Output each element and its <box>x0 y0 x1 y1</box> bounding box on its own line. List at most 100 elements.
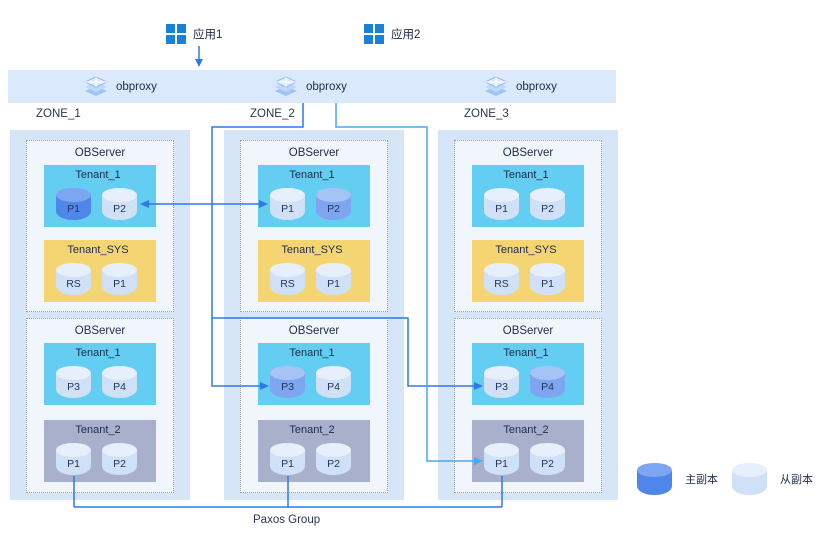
partition-label: P3 <box>495 380 508 393</box>
tenant-box: Tenant_2 P1 P2 <box>258 420 370 482</box>
zone-label: ZONE_2 <box>250 108 295 120</box>
partition-row: P1 P2 <box>484 182 565 220</box>
obproxy-node: obproxy <box>274 70 347 103</box>
partition-cylinder: P1 <box>56 443 91 475</box>
partition-cylinder: P2 <box>530 443 565 475</box>
obproxy-node: obproxy <box>484 70 557 103</box>
primary-replica-cylinder-icon <box>637 463 672 495</box>
partition-row: P1 P2 <box>270 182 351 220</box>
follower-replica-cylinder-icon <box>732 463 767 495</box>
tenant-box: Tenant_1 P3 P4 <box>44 343 156 405</box>
partition-label: P1 <box>495 457 508 470</box>
partition-row: P1 P2 <box>56 182 137 220</box>
layers-icon <box>84 76 108 96</box>
partition-cylinder: P1 <box>102 263 137 295</box>
partition-label: P4 <box>113 380 126 393</box>
layers-icon <box>274 76 298 96</box>
tenant-title: Tenant_SYS <box>281 244 343 256</box>
partition-cylinder: P1 <box>56 188 91 220</box>
legend-label: 主副本 <box>685 474 718 486</box>
partition-cylinder: P3 <box>56 366 91 398</box>
app-label: 应用2 <box>391 29 421 41</box>
partition-cylinder: P3 <box>270 366 305 398</box>
partition-label: RS <box>66 277 81 290</box>
tenant-title: Tenant_1 <box>289 347 335 359</box>
partition-row: RS P1 <box>270 257 351 295</box>
tenant-box: Tenant_1 P1 P2 <box>44 165 156 227</box>
partition-cylinder: RS <box>484 263 519 295</box>
observer-title: OBServer <box>288 147 340 159</box>
partition-label: P1 <box>495 202 508 215</box>
partition-label: P1 <box>327 277 340 290</box>
partition-cylinder: P2 <box>530 188 565 220</box>
app-grid-icon <box>166 24 186 44</box>
observer-box: OBServer Tenant_1 P3 P4 Tenant_2 P1 P2 <box>240 318 388 493</box>
partition-cylinder: P2 <box>316 188 351 220</box>
app-grid-icon <box>364 24 384 44</box>
tenant-title: Tenant_1 <box>503 347 549 359</box>
partition-cylinder: P4 <box>316 366 351 398</box>
tenant-title: Tenant_1 <box>503 169 549 181</box>
obproxy-node: obproxy <box>84 70 157 103</box>
partition-row: P3 P4 <box>270 360 351 398</box>
tenant-title: Tenant_SYS <box>495 244 557 256</box>
paxos-group-label: Paxos Group <box>253 514 321 526</box>
partition-cylinder: P2 <box>102 443 137 475</box>
partition-label: P4 <box>541 380 554 393</box>
zone-panel-2: ZONE_2 OBServer Tenant_1 P1 P2 Tenant_SY… <box>224 108 404 500</box>
tenant-box: Tenant_2 P1 P2 <box>472 420 584 482</box>
observer-box: OBServer Tenant_1 P3 P4 Tenant_2 P1 P2 <box>454 318 602 493</box>
partition-label: P2 <box>113 202 126 215</box>
obproxy-label: obproxy <box>116 80 157 93</box>
tenant-box: Tenant_2 P1 P2 <box>44 420 156 482</box>
zone-label: ZONE_1 <box>36 108 81 120</box>
partition-label: P2 <box>327 202 340 215</box>
tenant-title: Tenant_1 <box>75 169 121 181</box>
tenant-title: Tenant_SYS <box>67 244 129 256</box>
partition-cylinder: P1 <box>484 188 519 220</box>
tenant-title: Tenant_2 <box>75 424 121 436</box>
tenant-box: Tenant_1 P3 P4 <box>258 343 370 405</box>
zone-panel-3: ZONE_3 OBServer Tenant_1 P1 P2 Tenant_SY… <box>438 108 618 500</box>
partition-row: P1 P2 <box>270 437 351 475</box>
obproxy-bar: obproxy obproxy obproxy <box>8 70 616 103</box>
zone-panel-1: ZONE_1 OBServer Tenant_1 P1 P2 Tenant_SY… <box>10 108 190 500</box>
partition-label: P1 <box>281 457 294 470</box>
tenant-box: Tenant_SYS RS P1 <box>258 240 370 302</box>
tenant-box: Tenant_1 P1 P2 <box>472 165 584 227</box>
tenant-box: Tenant_1 P3 P4 <box>472 343 584 405</box>
partition-cylinder: P3 <box>484 366 519 398</box>
partition-row: P3 P4 <box>484 360 565 398</box>
partition-label: P2 <box>327 457 340 470</box>
observer-box: OBServer Tenant_1 P3 P4 Tenant_2 P1 P2 <box>26 318 174 493</box>
tenant-title: Tenant_2 <box>289 424 335 436</box>
partition-label: P2 <box>541 202 554 215</box>
partition-label: P2 <box>541 457 554 470</box>
legend-item-follower: 从副本 <box>732 463 813 495</box>
tenant-title: Tenant_2 <box>503 424 549 436</box>
app-label: 应用1 <box>193 29 223 41</box>
observer-box: OBServer Tenant_1 P1 P2 Tenant_SYS RS P1 <box>240 140 388 312</box>
partition-label: RS <box>280 277 295 290</box>
partition-label: P2 <box>113 457 126 470</box>
observer-title: OBServer <box>288 325 340 337</box>
partition-row: P3 P4 <box>56 360 137 398</box>
app-2: 应用2 <box>364 24 420 44</box>
observer-box: OBServer Tenant_1 P1 P2 Tenant_SYS RS P1 <box>454 140 602 312</box>
partition-cylinder: RS <box>56 263 91 295</box>
partition-label: P3 <box>67 380 80 393</box>
partition-label: P1 <box>113 277 126 290</box>
partition-label: P1 <box>541 277 554 290</box>
observer-title: OBServer <box>502 325 554 337</box>
app-1: 应用1 <box>166 24 222 44</box>
partition-cylinder: P4 <box>530 366 565 398</box>
partition-cylinder: P1 <box>270 188 305 220</box>
tenant-box: Tenant_SYS RS P1 <box>44 240 156 302</box>
partition-label: P1 <box>67 457 80 470</box>
partition-cylinder: P1 <box>316 263 351 295</box>
partition-cylinder: P2 <box>316 443 351 475</box>
observer-box: OBServer Tenant_1 P1 P2 Tenant_SYS RS P1 <box>26 140 174 312</box>
layers-icon <box>484 76 508 96</box>
partition-cylinder: P1 <box>270 443 305 475</box>
zone-label: ZONE_3 <box>464 108 509 120</box>
